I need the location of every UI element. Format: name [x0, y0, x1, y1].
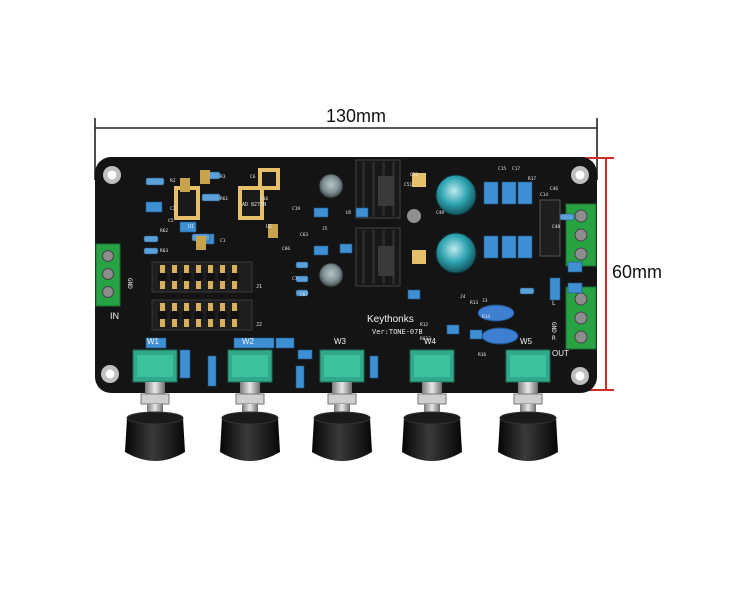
output-terminal-blocks	[565, 203, 597, 350]
svg-text:C1: C1	[220, 238, 226, 244]
input-terminal-block	[95, 243, 121, 307]
silkscreen-labels: Keythonks Ver:TONE-07B IN OUT GND GND L …	[110, 166, 569, 358]
mounting-holes	[101, 166, 589, 385]
pin-headers	[151, 261, 253, 331]
svg-text:L: L	[552, 300, 556, 307]
height-dimension-label: 60mm	[612, 262, 663, 282]
svg-text:C5: C5	[168, 218, 174, 224]
svg-text:GND: GND	[126, 278, 133, 289]
svg-text:C14: C14	[540, 192, 548, 198]
svg-text:R13: R13	[470, 300, 478, 306]
svg-text:R12: R12	[420, 322, 428, 328]
svg-text:OUT: OUT	[552, 349, 569, 358]
svg-text:R2: R2	[170, 178, 176, 184]
svg-text:W2: W2	[242, 337, 255, 346]
svg-text:W3: W3	[334, 337, 347, 346]
svg-text:R3: R3	[220, 174, 226, 180]
svg-text:C7: C7	[292, 276, 298, 282]
svg-text:C67: C67	[300, 292, 308, 298]
svg-text:R17: R17	[528, 176, 536, 182]
film-capacitors	[145, 181, 583, 389]
svg-text:C6: C6	[250, 174, 256, 180]
svg-text:U2: U2	[266, 224, 272, 230]
electrolytic-capacitors	[318, 173, 519, 345]
width-dimension	[94, 118, 598, 180]
svg-text:R16: R16	[478, 352, 486, 358]
svg-text:C2: C2	[170, 206, 176, 212]
svg-text:Keythonks: Keythonks	[367, 314, 414, 325]
pot-w2[interactable]: W2	[220, 337, 280, 461]
svg-text:J3: J3	[482, 298, 488, 304]
svg-text:C49: C49	[436, 210, 444, 216]
trimmers	[407, 173, 426, 264]
svg-text:C52: C52	[410, 172, 418, 178]
svg-text:C15: C15	[498, 166, 506, 172]
svg-text:C48: C48	[552, 224, 560, 230]
svg-text:GND: GND	[550, 322, 557, 333]
pot-w1[interactable]: W1	[125, 337, 185, 461]
svg-text:C63: C63	[300, 232, 308, 238]
svg-text:R: R	[552, 335, 556, 342]
svg-text:R63: R63	[160, 248, 168, 254]
svg-text:C66: C66	[282, 246, 290, 252]
svg-text:C17: C17	[512, 166, 520, 172]
resistors	[143, 170, 575, 297]
svg-text:C19: C19	[292, 206, 300, 212]
svg-text:R14: R14	[482, 314, 490, 320]
pot-w5[interactable]: W5	[498, 337, 558, 461]
svg-text:IN: IN	[110, 311, 119, 321]
svg-text:R62: R62	[160, 228, 168, 234]
pot-w3[interactable]: W3	[312, 337, 372, 461]
pot-w4[interactable]: W4	[402, 337, 462, 461]
svg-text:AD 8272N: AD 8272N	[242, 202, 266, 208]
svg-text:R61: R61	[220, 196, 228, 202]
svg-text:Ver:TONE-07B: Ver:TONE-07B	[372, 328, 423, 336]
svg-text:J1: J1	[256, 284, 262, 290]
svg-text:C51: C51	[404, 182, 412, 188]
svg-text:U5: U5	[346, 210, 352, 216]
svg-text:C46: C46	[550, 186, 558, 192]
svg-text:R612: R612	[420, 336, 431, 342]
svg-text:W1: W1	[147, 337, 160, 346]
svg-text:U1: U1	[188, 224, 194, 230]
svg-text:J4: J4	[460, 294, 466, 300]
svg-text:J2: J2	[256, 322, 262, 328]
width-dimension-label: 130mm	[326, 106, 387, 126]
svg-text:W5: W5	[520, 337, 533, 346]
svg-text:J5: J5	[322, 226, 328, 232]
potentiometers: W1 W2 W3 W4 W5	[125, 337, 558, 461]
svg-text:W4: W4	[424, 337, 437, 346]
svg-text:C16: C16	[260, 196, 268, 202]
